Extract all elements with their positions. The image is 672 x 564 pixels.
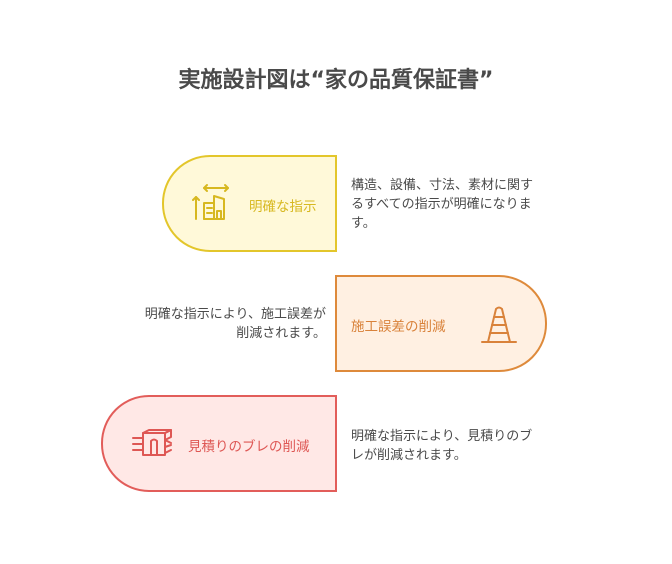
traffic-cone-icon — [479, 303, 519, 349]
step-description: 明確な指示により、施工誤差が 削減されます。 — [144, 307, 326, 341]
building-dimension-icon — [192, 183, 232, 227]
money-stack-icon — [131, 429, 175, 461]
step-施工誤差の削減: 施工誤差の削減 — [335, 275, 547, 372]
step-明確な指示: 明確な指示 — [162, 155, 337, 252]
step-label: 施工誤差の削減 — [351, 319, 446, 335]
step-description: 構造、設備、寸法、素材に関す るすべての指示が明確になりま す。 — [351, 178, 534, 231]
step-label: 明確な指示 — [249, 199, 317, 215]
diagram-title: 実施設計図は“家の品質保証書” — [178, 68, 494, 93]
step-label: 見積りのブレの削減 — [188, 439, 310, 455]
step-見積りのブレの削減: 見積りのブレの削減 — [101, 395, 337, 492]
step-description: 明確な指示により、見積りのブ レが削減されます。 — [351, 429, 533, 463]
